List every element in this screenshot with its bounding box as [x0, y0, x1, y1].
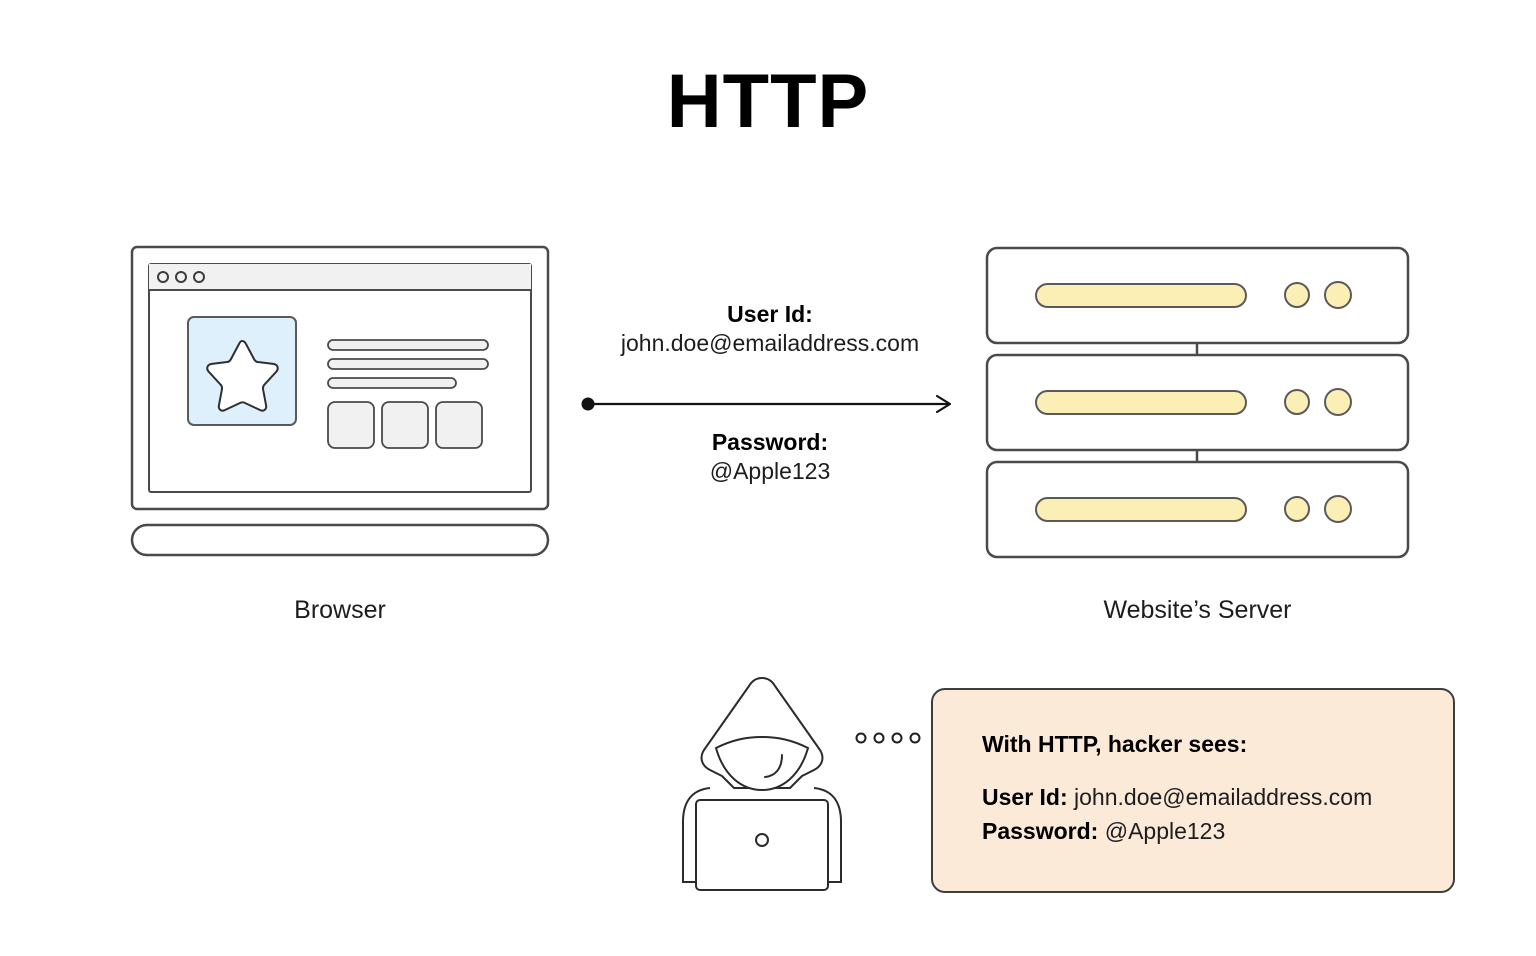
server-light-icon	[1284, 389, 1310, 415]
callout-row: User Id: john.doe@emailaddress.com	[982, 784, 1372, 811]
transmitted-password-label: Password:	[711, 429, 829, 455]
window-dot-icon[interactable]	[157, 271, 169, 283]
content-line	[327, 377, 457, 389]
eavesdrop-dot	[891, 732, 903, 744]
callout-row: Password: @Apple123	[982, 818, 1225, 845]
arrow-head	[935, 394, 952, 414]
server-bar	[1035, 390, 1247, 415]
window-dot-icon[interactable]	[175, 271, 187, 283]
eavesdrop-dot	[855, 732, 867, 744]
arrow-start-dot	[581, 397, 595, 411]
callout-userid-value: john.doe@emailaddress.com	[1074, 784, 1373, 810]
callout-heading: With HTTP, hacker sees:	[982, 731, 1248, 757]
transmitted-password-value: @Apple123	[709, 458, 831, 485]
content-button[interactable]	[381, 401, 429, 449]
callout-password-label: Password:	[982, 818, 1099, 844]
transmitted-userid-label: User Id:	[727, 301, 813, 327]
eavesdrop-dots	[855, 731, 925, 745]
hacker-face	[714, 735, 810, 792]
callout-password-value: @Apple123	[1104, 818, 1226, 844]
hooded-hacker-laptop-icon	[682, 677, 842, 891]
laptop-logo-icon	[755, 833, 769, 847]
browser-illustration	[130, 245, 550, 561]
page-title: HTTP	[666, 59, 870, 144]
server-light-icon	[1284, 496, 1310, 522]
content-line	[327, 339, 489, 351]
server-label: Website’s Server	[1103, 596, 1292, 624]
content-button[interactable]	[327, 401, 375, 449]
eavesdrop-dot	[873, 732, 885, 744]
server-light-icon	[1324, 388, 1352, 416]
server-bar	[1035, 283, 1247, 308]
window-dot-icon[interactable]	[193, 271, 205, 283]
laptop-base	[130, 523, 550, 557]
server-illustration	[985, 245, 1410, 560]
transmitted-password: Password: @Apple123	[580, 428, 960, 487]
browser-label: Browser	[294, 596, 386, 624]
arrow-right-icon	[581, 394, 952, 414]
star-icon	[206, 340, 279, 412]
transmitted-userid: User Id: john.doe@emailaddress.com	[580, 300, 960, 359]
content-button[interactable]	[435, 401, 483, 449]
transmission-group: User Id: john.doe@emailaddress.com Passw…	[580, 300, 960, 510]
dotted-link-icon	[855, 732, 921, 744]
hacker-callout-box: With HTTP, hacker sees: User Id: john.do…	[931, 688, 1455, 893]
eavesdrop-dot	[909, 732, 921, 744]
server-light-icon	[1324, 281, 1352, 309]
server-rack-icon	[985, 246, 1410, 559]
transmitted-userid-value: john.doe@emailaddress.com	[620, 330, 920, 357]
browser-titlebar	[149, 264, 531, 290]
transmission-arrow	[580, 392, 960, 416]
hacker-illustration	[672, 672, 852, 892]
server-bar	[1035, 497, 1247, 522]
callout-userid-label: User Id:	[982, 784, 1068, 810]
laptop-browser-icon	[130, 245, 550, 557]
server-light-icon	[1324, 495, 1352, 523]
hacker-smile-icon	[764, 754, 783, 778]
server-light-icon	[1284, 282, 1310, 308]
content-line	[327, 358, 489, 370]
